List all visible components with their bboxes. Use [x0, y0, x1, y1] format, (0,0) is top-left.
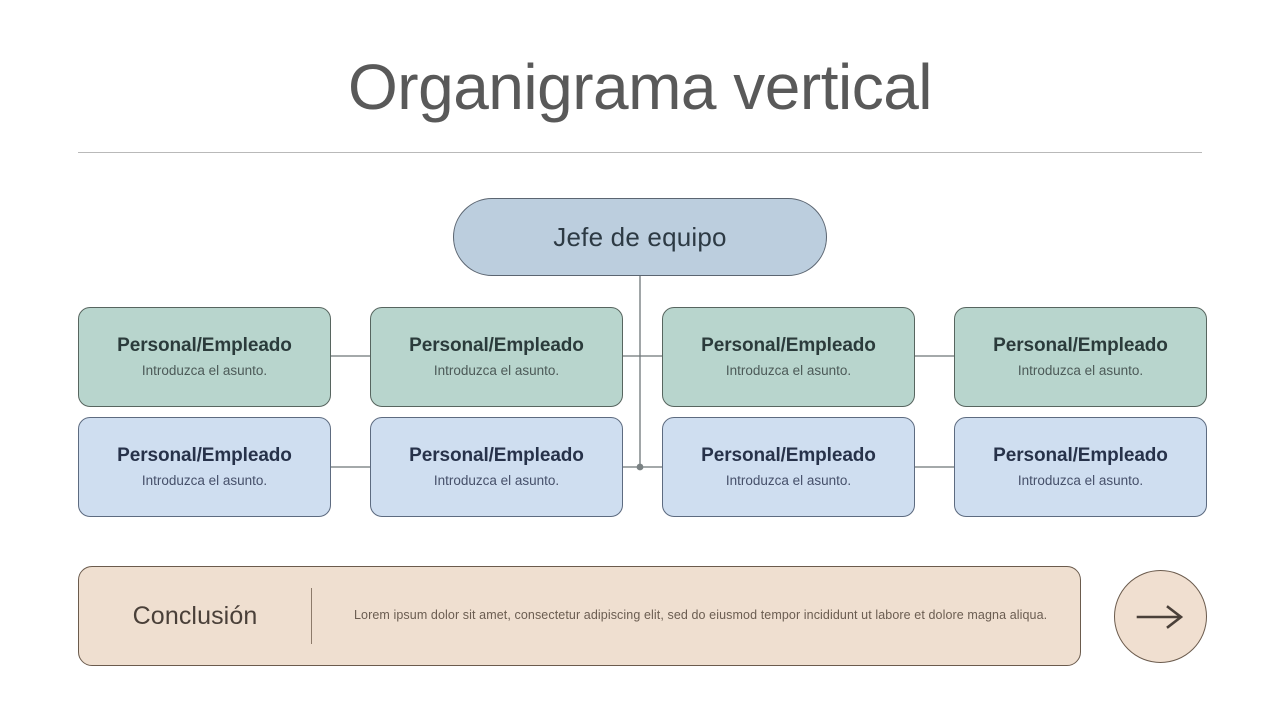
org-node-subtitle: Introduzca el asunto.: [433, 363, 560, 379]
org-node-title: Personal/Empleado: [117, 444, 292, 466]
title-divider: [78, 152, 1202, 153]
org-node-title: Personal/Empleado: [409, 334, 584, 356]
org-node-blue-4[interactable]: Personal/Empleado Introduzca el asunto.: [954, 417, 1207, 517]
org-node-subtitle: Introduzca el asunto.: [433, 473, 560, 489]
org-node-green-1[interactable]: Personal/Empleado Introduzca el asunto.: [78, 307, 331, 407]
conclusion-bar[interactable]: Conclusión Lorem ipsum dolor sit amet, c…: [78, 566, 1081, 666]
org-node-title: Personal/Empleado: [701, 334, 876, 356]
org-node-subtitle: Introduzca el asunto.: [141, 473, 268, 489]
org-node-subtitle: Introduzca el asunto.: [1017, 473, 1144, 489]
org-node-subtitle: Introduzca el asunto.: [725, 363, 852, 379]
org-node-green-2[interactable]: Personal/Empleado Introduzca el asunto.: [370, 307, 623, 407]
conclusion-label: Conclusión: [132, 601, 258, 630]
org-node-root[interactable]: Jefe de equipo: [453, 198, 827, 276]
org-node-blue-1[interactable]: Personal/Empleado Introduzca el asunto.: [78, 417, 331, 517]
org-node-title: Personal/Empleado: [117, 334, 292, 356]
org-node-blue-2[interactable]: Personal/Empleado Introduzca el asunto.: [370, 417, 623, 517]
org-node-subtitle: Introduzca el asunto.: [1017, 363, 1144, 379]
arrow-right-icon: [1136, 604, 1183, 629]
page-title: Organigrama vertical: [348, 51, 933, 123]
conclusion-text: Lorem ipsum dolor sit amet, consectetur …: [354, 608, 1048, 623]
org-node-green-3[interactable]: Personal/Empleado Introduzca el asunto.: [662, 307, 915, 407]
org-node-title: Personal/Empleado: [701, 444, 876, 466]
org-node-blue-3[interactable]: Personal/Empleado Introduzca el asunto.: [662, 417, 915, 517]
conclusion-divider: [311, 588, 312, 644]
org-node-green-4[interactable]: Personal/Empleado Introduzca el asunto.: [954, 307, 1207, 407]
org-node-subtitle: Introduzca el asunto.: [141, 363, 268, 379]
next-button[interactable]: [1114, 570, 1207, 663]
org-node-title: Personal/Empleado: [993, 334, 1168, 356]
org-node-title: Personal/Empleado: [409, 444, 584, 466]
org-node-subtitle: Introduzca el asunto.: [725, 473, 852, 489]
org-node-title: Personal/Empleado: [993, 444, 1168, 466]
org-node-root-label: Jefe de equipo: [553, 221, 727, 252]
